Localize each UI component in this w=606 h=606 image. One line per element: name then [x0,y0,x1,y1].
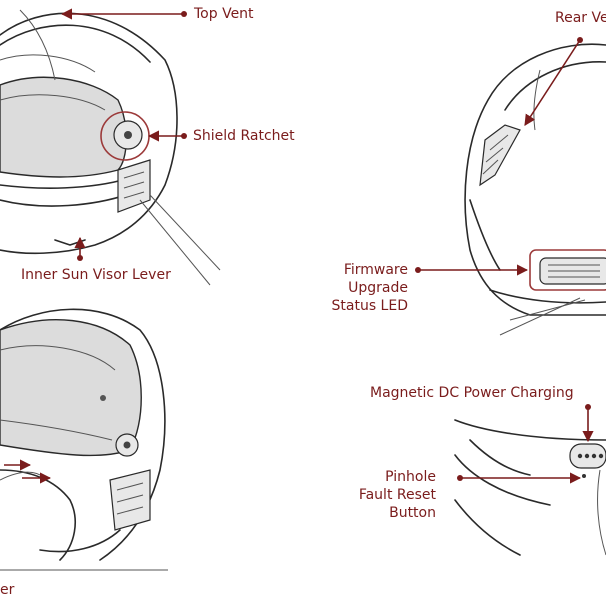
leader-dot-magnetic-dc [585,404,591,410]
label-pinhole-line3: Button [340,504,436,522]
label-magnetic-dc-power-charging: Magnetic DC Power Charging [370,384,574,402]
leader-dot-inner-sun-visor [77,255,83,261]
label-firmware-line3: Status LED [318,297,408,315]
leader-dot-shield-ratchet [181,133,187,139]
label-rear-vent: Rear Ve [555,9,606,27]
helmet-rear-view [465,44,606,335]
label-pinhole-line1: Pinhole [340,468,436,486]
label-firmware-line2: Upgrade [318,279,408,297]
leader-rear-vent [525,40,580,125]
leader-dot-top-vent [181,11,187,17]
helmet-underside-view [455,420,606,555]
label-inner-sun-visor-lever: Inner Sun Visor Lever [21,266,171,284]
label-bottom-left-fragment: er [0,581,14,599]
helmet-open-view [0,309,168,570]
label-shield-ratchet: Shield Ratchet [193,127,295,145]
label-pinhole-line2: Fault Reset [340,486,436,504]
helmet-front-view [0,10,220,285]
label-top-vent: Top Vent [194,5,254,23]
label-pinhole-fault-reset-button: Pinhole Fault Reset Button [340,468,436,522]
leader-dot-rear-vent [577,37,583,43]
leader-dot-firmware-led [415,267,421,273]
label-firmware-line1: Firmware [318,261,408,279]
leader-dot-pinhole-reset [457,475,463,481]
label-firmware-upgrade-status-led: Firmware Upgrade Status LED [318,261,408,315]
